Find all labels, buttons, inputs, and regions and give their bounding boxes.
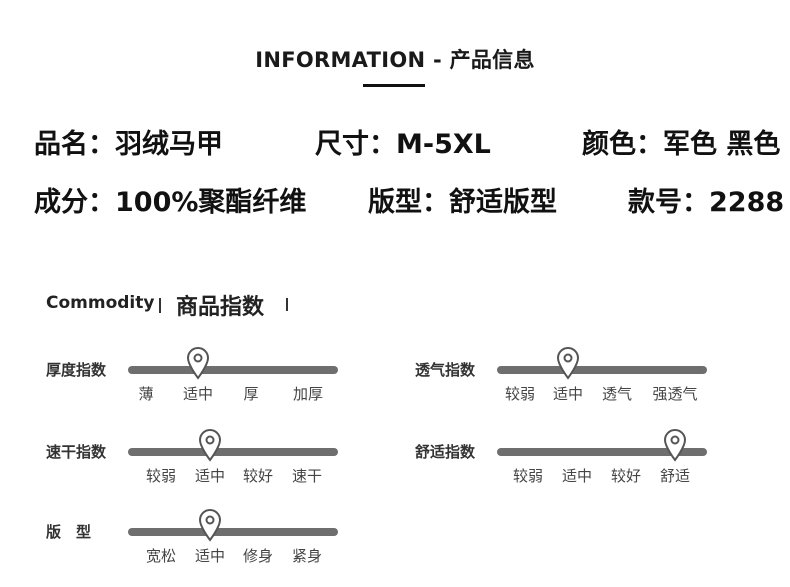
index-label: 速干指数 <box>46 443 107 461</box>
location-pin-icon <box>556 347 580 380</box>
index-slider-track <box>497 448 707 456</box>
index-option: 紧身 <box>291 547 323 565</box>
spec-value: 军色 黑色 <box>663 129 781 160</box>
index-option: 较好 <box>610 467 642 485</box>
spec-color: 颜色：军色 黑色 <box>582 122 780 161</box>
index-option: 加厚 <box>292 385 324 403</box>
spec-material: 成分：100%聚酯纤维 <box>34 180 306 219</box>
index-slider-track <box>128 448 338 456</box>
index-label: 版 型 <box>46 523 92 541</box>
spec-label: 品名： <box>34 129 115 160</box>
index-option: 强透气 <box>652 385 698 403</box>
index-slider-track <box>128 528 338 536</box>
index-slider-track <box>128 366 338 374</box>
index-label: 透气指数 <box>415 361 476 379</box>
spec-size: 尺寸：M-5XL <box>315 122 491 161</box>
spec-label: 成分： <box>34 187 115 218</box>
index-option: 较好 <box>242 467 274 485</box>
index-label: 舒适指数 <box>415 443 476 461</box>
spec-fit: 版型：舒适版型 <box>368 180 557 219</box>
spec-product-name: 品名：羽绒马甲 <box>34 122 223 161</box>
spec-value: 羽绒马甲 <box>115 129 223 160</box>
index-option: 较弱 <box>145 467 177 485</box>
index-option: 适中 <box>182 385 214 403</box>
location-pin-icon <box>663 429 687 462</box>
title-underline <box>363 84 425 87</box>
spec-label: 版型： <box>368 187 449 218</box>
commodity-label-zh: 商品指数 <box>176 295 265 320</box>
index-option: 较弱 <box>504 385 536 403</box>
spec-label: 款号： <box>628 187 709 218</box>
index-label: 厚度指数 <box>46 361 107 379</box>
spec-label: 颜色： <box>582 129 663 160</box>
commodity-divider <box>286 298 288 311</box>
index-option: 透气 <box>601 385 633 403</box>
spec-label: 尺寸： <box>315 129 396 160</box>
index-option: 宽松 <box>145 547 177 565</box>
info-title: INFORMATION - 产品信息 <box>255 48 535 72</box>
spec-value: 舒适版型 <box>449 187 557 218</box>
index-option: 较弱 <box>512 467 544 485</box>
commodity-divider <box>159 298 161 313</box>
index-option: 舒适 <box>659 467 691 485</box>
index-option: 适中 <box>194 467 226 485</box>
commodity-label-en: Commodity <box>46 293 155 313</box>
index-option: 适中 <box>194 547 226 565</box>
index-option: 适中 <box>552 385 584 403</box>
location-pin-icon <box>186 347 210 380</box>
location-pin-icon <box>198 509 222 542</box>
index-option: 厚 <box>243 385 259 403</box>
spec-value: 2288 <box>709 187 785 218</box>
spec-style-no: 款号：2288 <box>628 180 784 219</box>
index-slider-track <box>497 366 707 374</box>
index-option: 适中 <box>561 467 593 485</box>
spec-value: M-5XL <box>396 129 491 160</box>
location-pin-icon <box>198 429 222 462</box>
index-option: 薄 <box>138 385 154 403</box>
index-option: 速干 <box>291 467 323 485</box>
spec-value: 100%聚酯纤维 <box>115 187 307 218</box>
index-option: 修身 <box>242 547 274 565</box>
